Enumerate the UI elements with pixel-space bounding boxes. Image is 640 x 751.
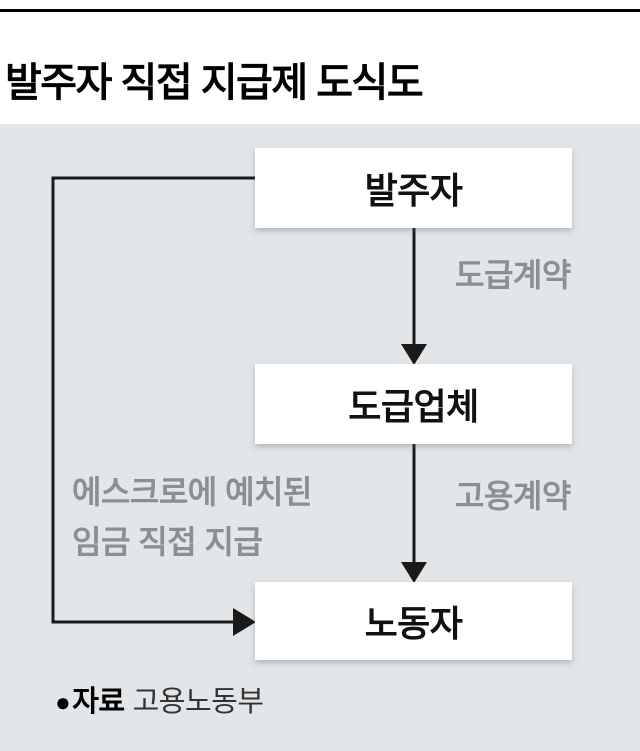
arrow-escrow-icon (51, 176, 256, 636)
edge-label-escrow-line1: 에스크로에 예치된 (72, 474, 312, 510)
flow-arrows (51, 176, 427, 636)
edge-label-escrow: 에스크로에 예치된 임금 직접 지급 (72, 467, 312, 567)
edge-label-escrow-line2: 임금 직접 지급 (72, 524, 263, 560)
edge-label-employment: 고용계약 (455, 478, 571, 514)
arrow-contract-icon (401, 228, 427, 365)
node-worker: 노동자 (255, 582, 572, 660)
node-orderer: 발주자 (255, 148, 572, 228)
source-value: 고용노동부 (132, 686, 264, 718)
arrow-employment-icon (401, 443, 427, 583)
bullet-icon: ● (55, 687, 71, 717)
node-contractor: 도급업체 (255, 364, 572, 444)
edge-label-contract: 도급계약 (455, 257, 571, 293)
page-title: 발주자 직접 지급제 도식도 (5, 61, 424, 105)
top-rule (0, 9, 640, 12)
diagram-panel: 발주자 도급업체 노동자 도급계약 고용계약 에스크로에 예치된 임금 직접 지… (0, 124, 640, 751)
source-label: 자료 (72, 686, 125, 718)
